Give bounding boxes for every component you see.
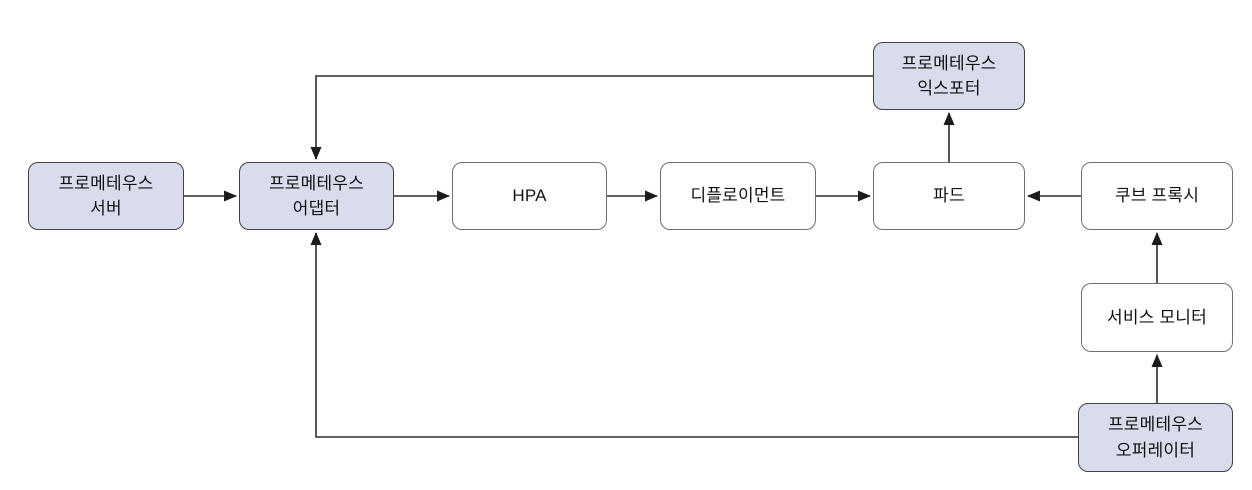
node-kube-proxy: 쿠브 프록시 xyxy=(1081,162,1233,230)
node-pod: 파드 xyxy=(873,162,1025,230)
node-prometheus-exporter: 프로메테우스 익스포터 xyxy=(873,42,1025,110)
node-kube-proxy-label: 쿠브 프록시 xyxy=(1114,186,1200,206)
node-prometheus-operator-label-line2: 오퍼레이터 xyxy=(1115,440,1196,460)
node-prometheus-adapter-label-line1: 프로메테우스 xyxy=(268,173,365,193)
node-prometheus-exporter-label-line2: 익스포터 xyxy=(917,79,981,98)
node-deployment: 디플로이먼트 xyxy=(660,162,816,230)
node-service-monitor: 서비스 모니터 xyxy=(1081,283,1233,352)
node-prometheus-operator-label-line1: 프로메테우스 xyxy=(1107,415,1204,434)
node-deployment-label: 디플로이먼트 xyxy=(690,186,786,206)
node-prometheus-server-label-line1: 프로메테우스 xyxy=(58,173,154,193)
node-service-monitor-label: 서비스 모니터 xyxy=(1107,307,1207,327)
node-hpa-label: HPA xyxy=(512,186,547,206)
edge-operator-to-adapter xyxy=(310,232,1078,438)
node-prometheus-operator: 프로메테우스 오퍼레이터 xyxy=(1078,403,1233,472)
node-prometheus-server-label-line2: 서버 xyxy=(90,199,122,218)
edge-exporter-to-adapter xyxy=(310,75,873,160)
node-prometheus-adapter-label-line2: 어댑터 xyxy=(292,199,341,218)
node-prometheus-adapter: 프로메테우스 어댑터 xyxy=(239,162,394,230)
node-prometheus-server: 프로메테우스 서버 xyxy=(28,162,184,230)
node-hpa: HPA xyxy=(452,162,607,230)
node-prometheus-exporter-label-line1: 프로메테우스 xyxy=(901,53,997,73)
node-pod-label: 파드 xyxy=(933,186,965,206)
